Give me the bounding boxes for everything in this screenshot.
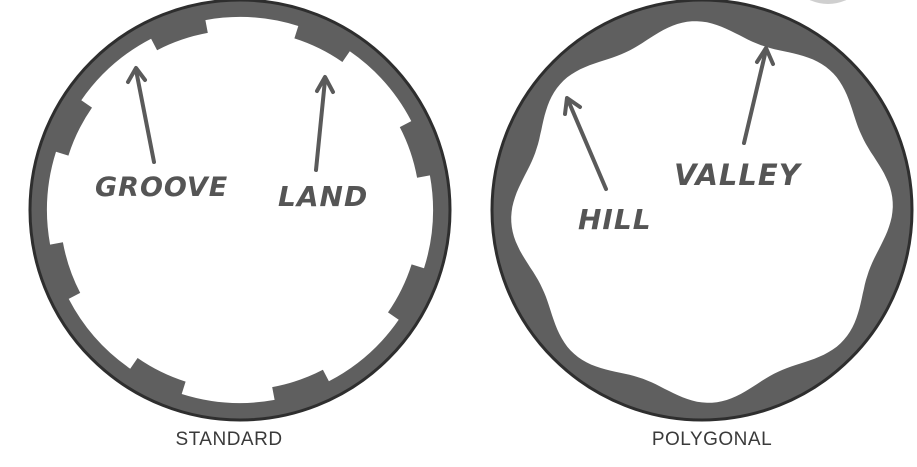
hill-arrow-head (563, 96, 582, 116)
polygonal-valley-callout: VALLEY (674, 46, 803, 192)
land-arrow-head (315, 75, 335, 94)
groove-arrow-head (126, 66, 147, 84)
standard-bore-lands-grooves (46, 16, 434, 404)
land-label: LAND (278, 180, 368, 213)
standard-land-callout: LAND (278, 75, 368, 213)
standard-barrel (28, 0, 452, 422)
valley-label: VALLEY (674, 158, 803, 192)
land-arrow-shaft (314, 78, 327, 172)
standard-caption: STANDARD (175, 429, 282, 450)
polygonal-hill-callout: HILL (563, 96, 652, 236)
hill-arrow-shaft (566, 98, 608, 191)
polygonal-bore-hills-valleys (511, 21, 893, 403)
polygonal-barrel (490, 0, 914, 422)
groove-arrow-shaft (134, 68, 156, 164)
corner-decoration (809, 0, 847, 4)
valley-arrow-shaft (742, 48, 768, 145)
valley-arrow-head (755, 46, 775, 66)
groove-label: GROOVE (95, 172, 228, 203)
standard-groove-callout: GROOVE (95, 66, 228, 203)
polygonal-caption: POLYGONAL (652, 429, 772, 450)
hill-label: HILL (578, 203, 652, 236)
